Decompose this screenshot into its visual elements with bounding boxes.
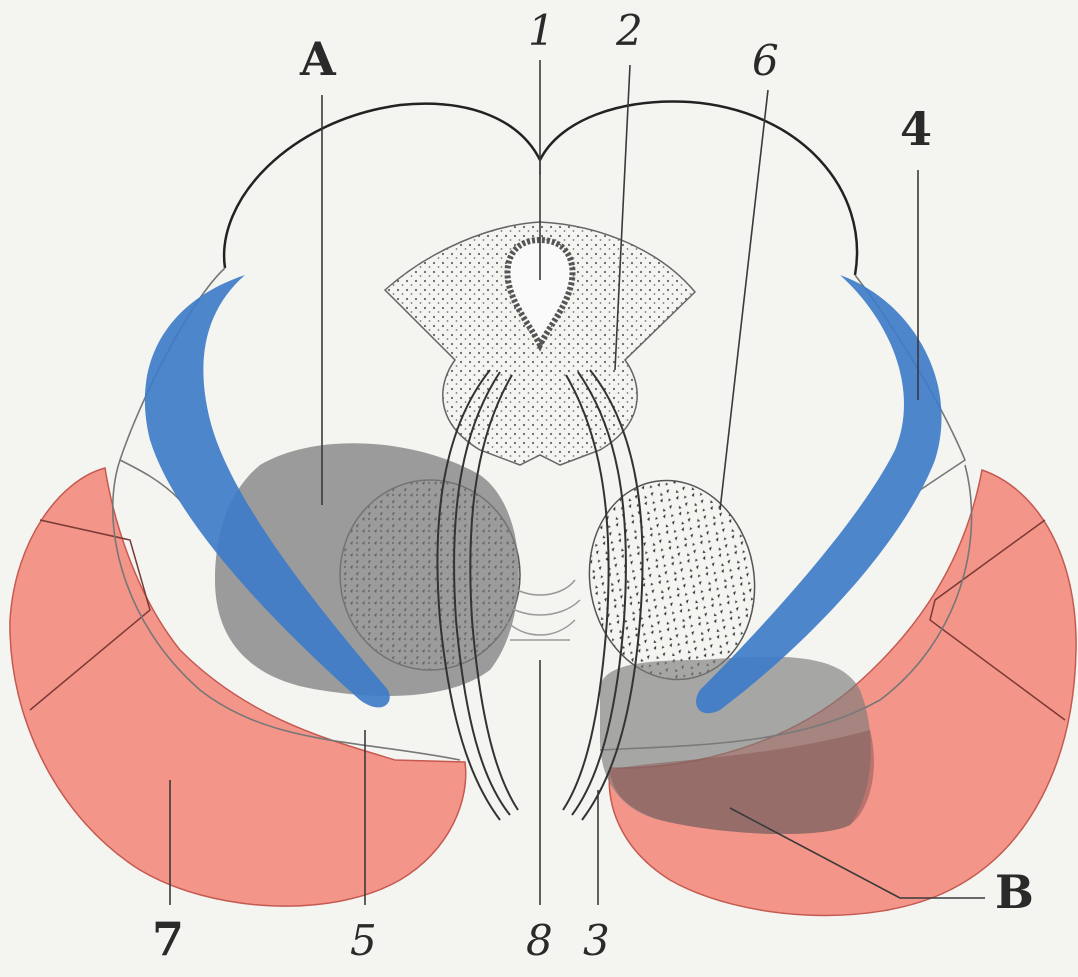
label-2: 2 bbox=[615, 6, 643, 55]
label-3: 3 bbox=[583, 916, 610, 965]
label-6: 6 bbox=[752, 36, 779, 85]
label-B: B bbox=[995, 865, 1034, 919]
label-1: 1 bbox=[528, 6, 555, 55]
label-7: 7 bbox=[152, 912, 184, 966]
label-A: A bbox=[299, 32, 337, 86]
label-8: 8 bbox=[526, 916, 553, 965]
label-4: 4 bbox=[900, 102, 932, 156]
label-5: 5 bbox=[350, 916, 377, 965]
